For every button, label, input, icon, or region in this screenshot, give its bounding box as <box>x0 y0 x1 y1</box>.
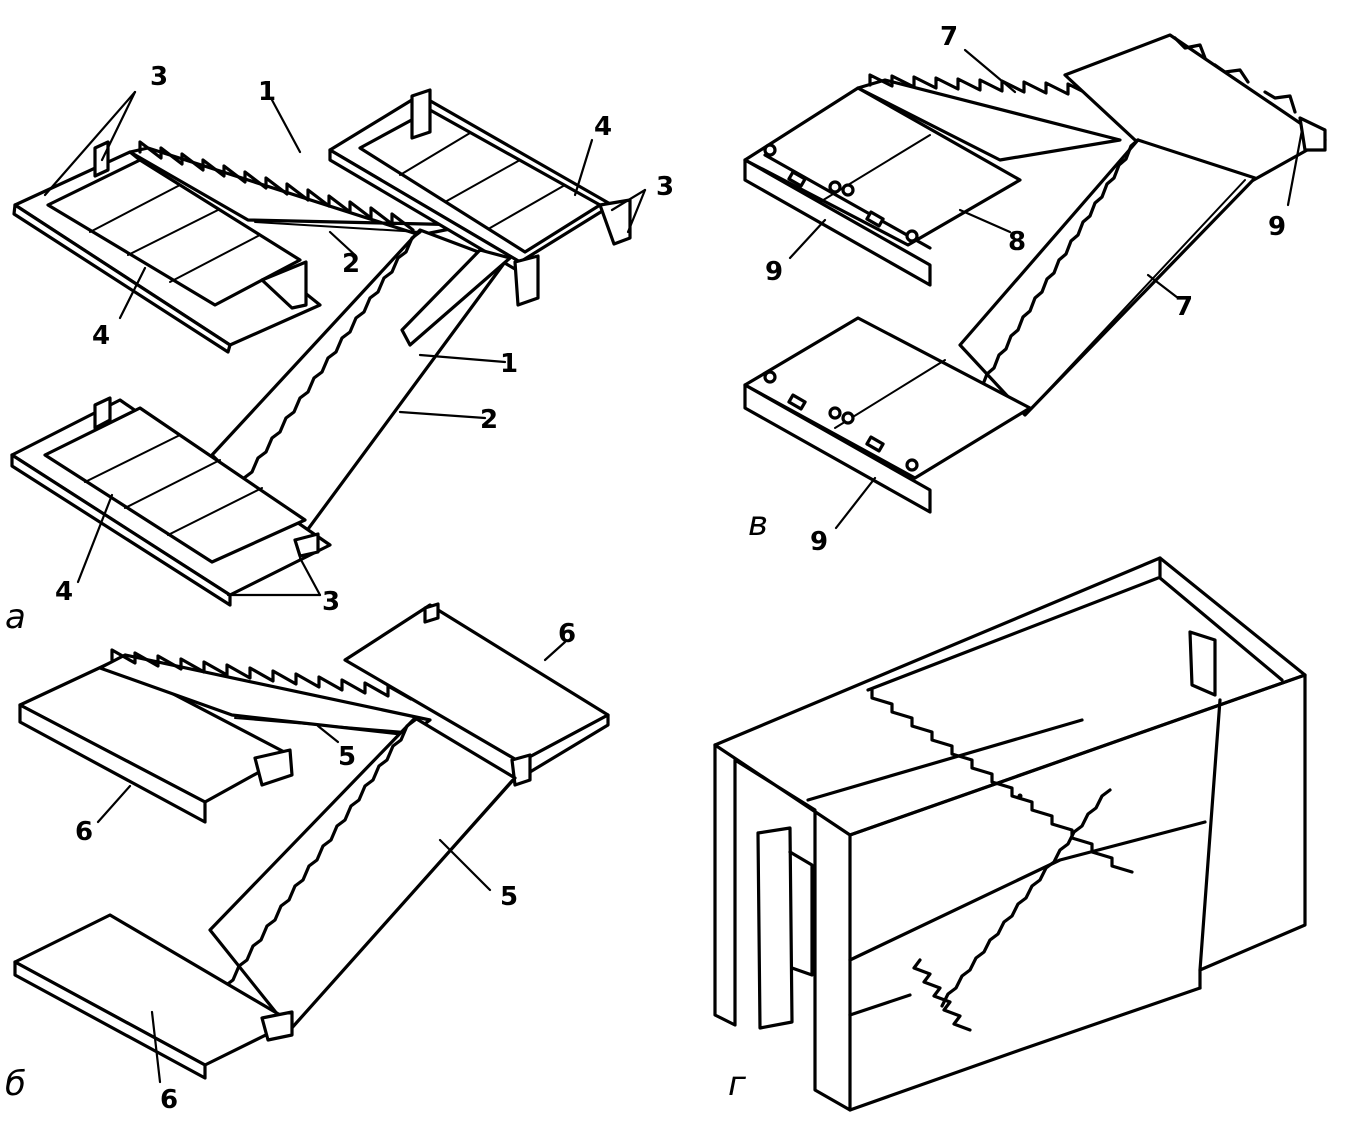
callout-3-bottom: 3 <box>322 587 340 617</box>
panel-a-leaders <box>43 90 647 597</box>
panel-g-lower-flight <box>940 788 1112 1008</box>
panel-b-letter: б <box>5 1064 26 1104</box>
callout-1-top: 1 <box>258 77 276 107</box>
panel-a-upper-right-landing <box>328 88 632 307</box>
callout-7-top: 7 <box>940 22 958 52</box>
panel-g-letter: г <box>728 1064 747 1104</box>
callout-8: 8 <box>1008 227 1026 257</box>
panel-v-upper-landing <box>743 86 1022 287</box>
callout-6-top: 6 <box>558 619 576 649</box>
panel-b-lower-left-landing <box>13 913 294 1080</box>
panel-b-upper-right-landing <box>343 602 610 787</box>
panel-v-lower-landing <box>743 316 1032 514</box>
callout-4-left: 4 <box>92 321 110 351</box>
panel-g-monolithic-cage: г <box>713 556 1307 1112</box>
panel-b-monolithic-flights: 6 5 6 5 6 б <box>5 602 610 1115</box>
panel-g-bottom-flight <box>912 958 972 1032</box>
panel-v-labels: 7 9 8 9 7 9 в <box>748 22 1286 557</box>
callout-6-bottom: 6 <box>160 1085 178 1115</box>
panel-a-letter: а <box>5 597 26 637</box>
callout-9-right: 9 <box>1268 212 1286 242</box>
callout-2-top: 2 <box>342 249 360 279</box>
panel-v-letter: в <box>748 504 768 544</box>
panel-a-upper-flight <box>128 140 472 237</box>
panel-v-top-landing <box>1063 33 1327 184</box>
panel-g-upper-flight <box>870 688 1134 874</box>
callout-4-bottom: 4 <box>55 577 73 607</box>
panel-g-dot <box>1017 793 1023 799</box>
panel-b-labels: 6 5 6 5 6 б <box>5 619 576 1115</box>
panel-g-walls <box>713 556 1307 1112</box>
callout-6-left: 6 <box>75 817 93 847</box>
panel-a-precast-stair: 3 1 4 3 2 4 1 2 4 3 а <box>5 62 674 637</box>
callout-5-top: 5 <box>338 742 356 772</box>
callout-3-top: 3 <box>150 62 168 92</box>
panel-v-leaders <box>788 48 1304 530</box>
panel-b-leaders <box>96 640 567 1084</box>
panel-b-upper-left-landing <box>18 660 294 824</box>
callout-5-right: 5 <box>500 882 518 912</box>
callout-7-right: 7 <box>1175 292 1193 322</box>
panel-a-labels: 3 1 4 3 2 4 1 2 4 3 а <box>5 62 674 637</box>
callout-9-upper: 9 <box>765 257 783 287</box>
panel-v-flight-landings: 7 9 8 9 7 9 в <box>743 22 1327 557</box>
callout-1-mid: 1 <box>500 349 518 379</box>
panel-a-upper-left-landing <box>12 140 322 354</box>
callout-4-right: 4 <box>594 112 612 142</box>
callout-2-mid: 2 <box>480 405 498 435</box>
panel-a-lower-left-landing <box>10 396 332 607</box>
callout-3-right: 3 <box>656 172 674 202</box>
callout-9-lower: 9 <box>810 527 828 557</box>
